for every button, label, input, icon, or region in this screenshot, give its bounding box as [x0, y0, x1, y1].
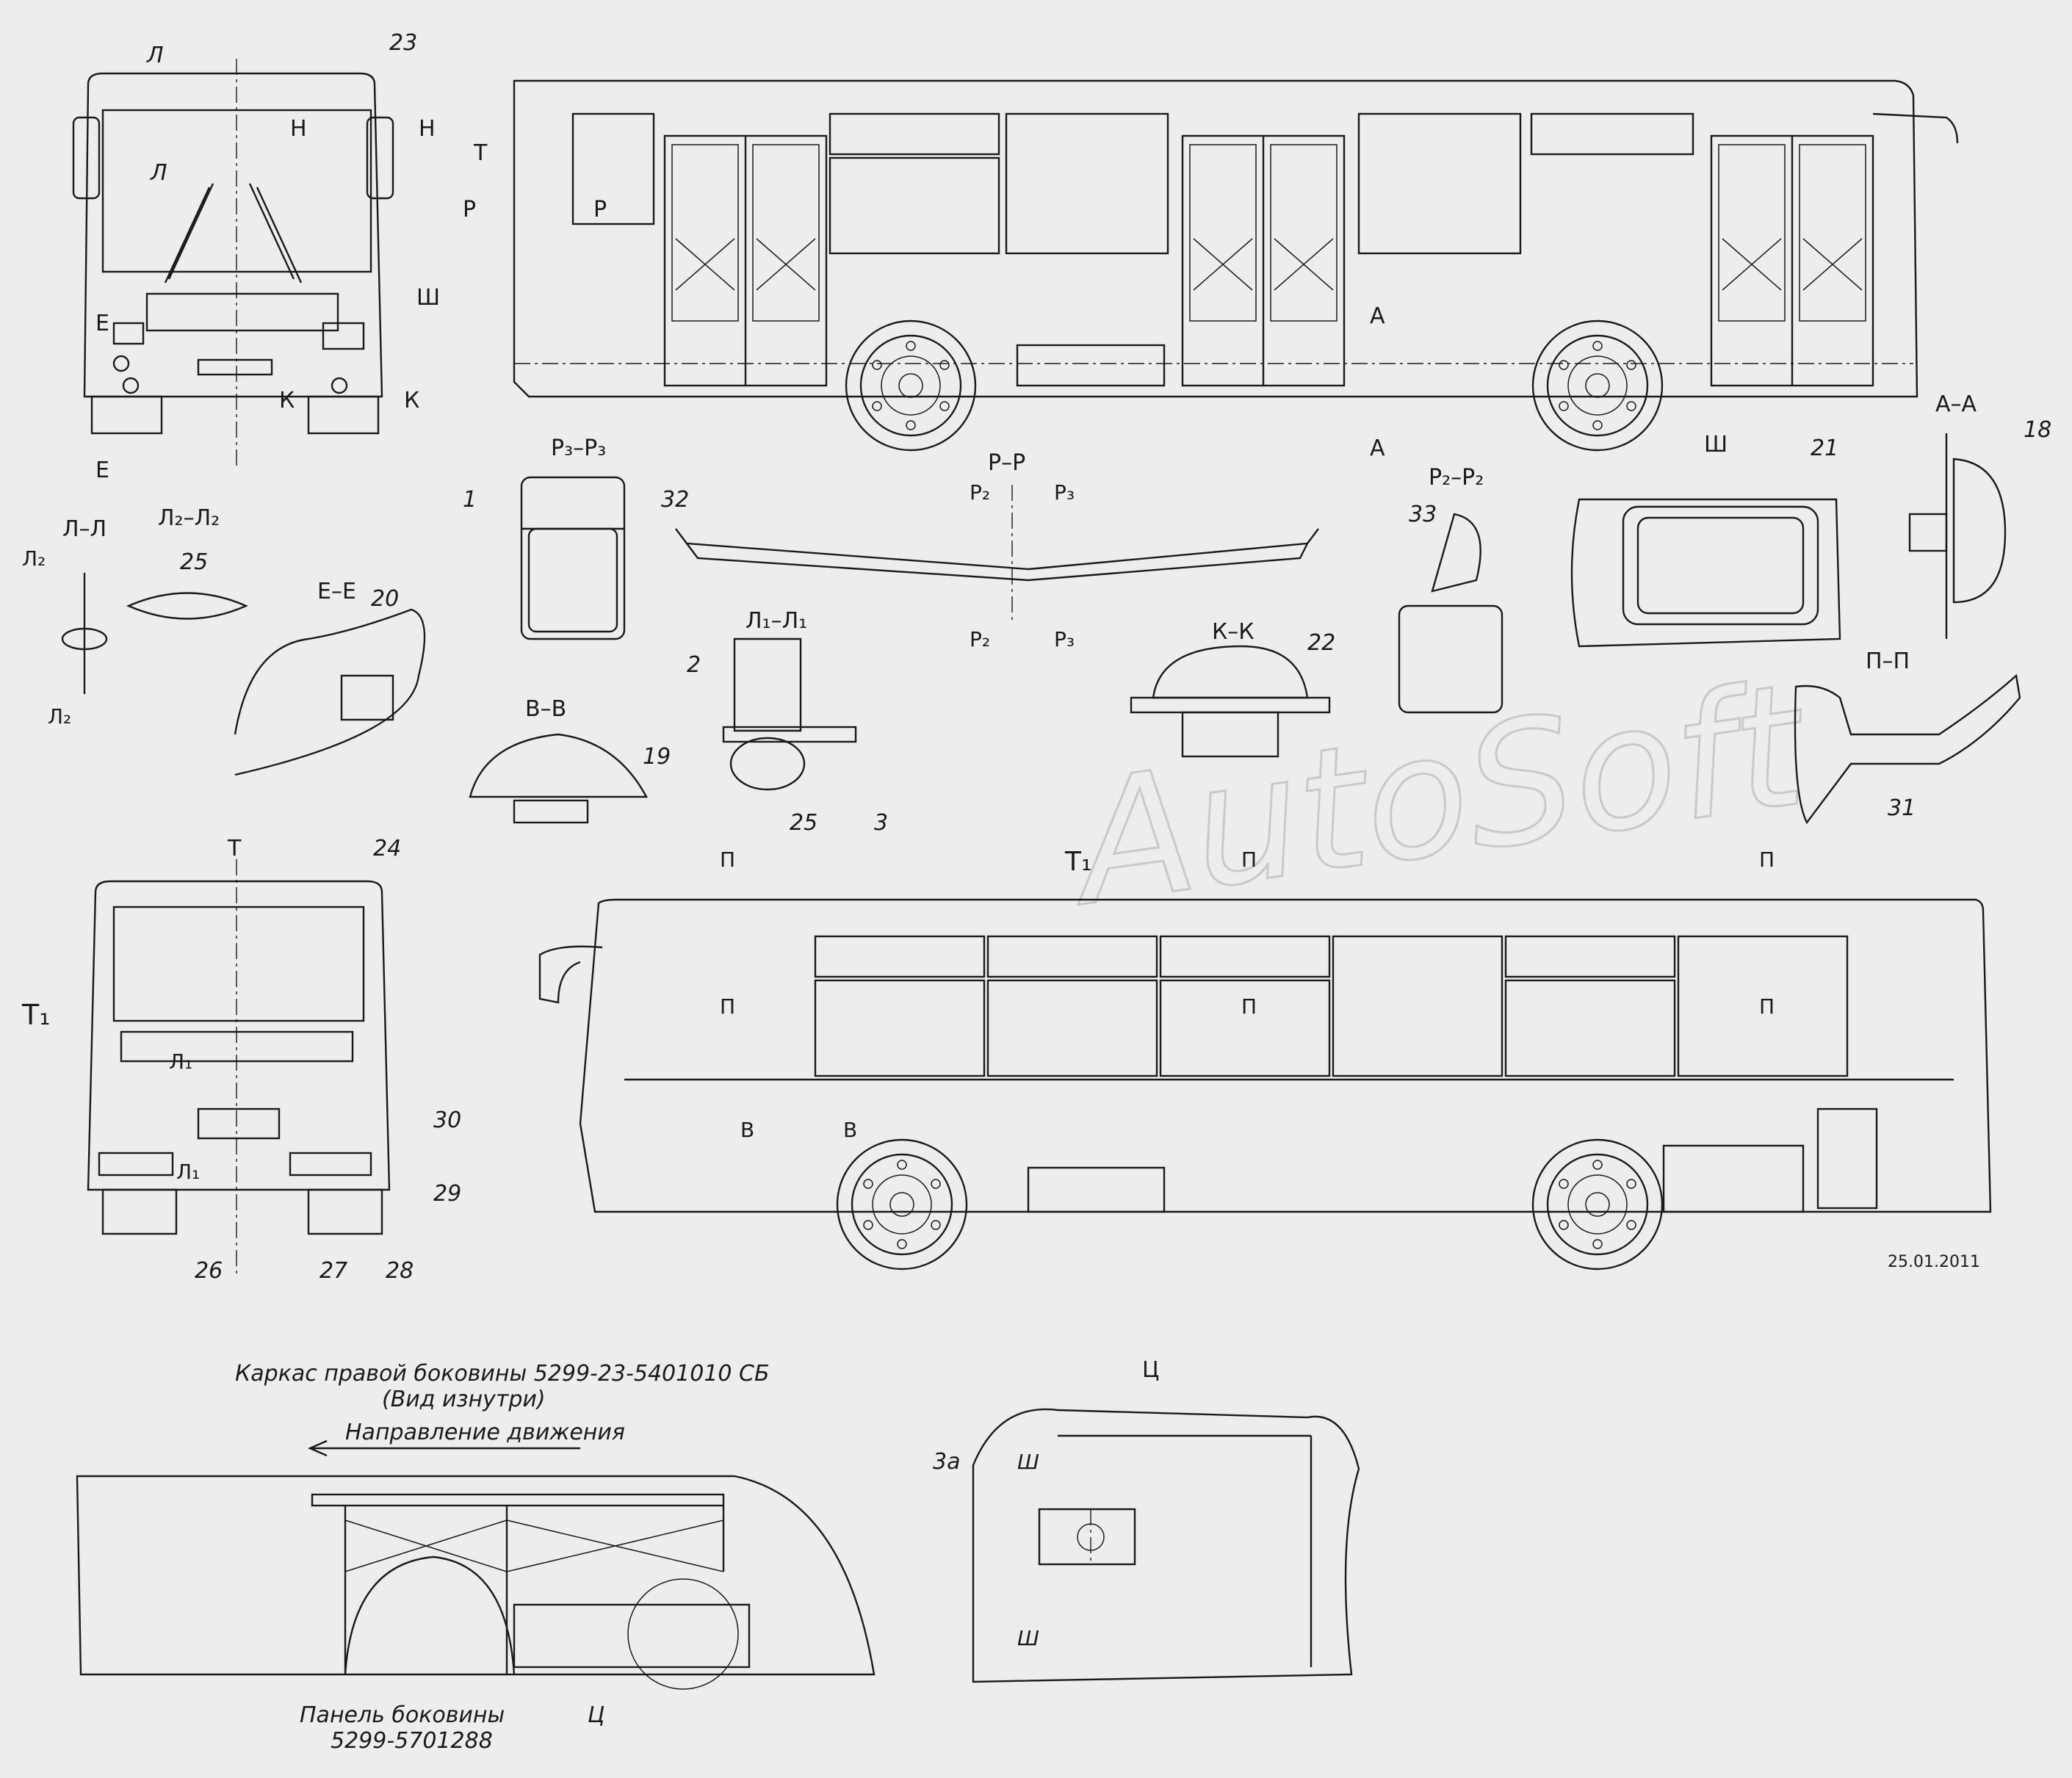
frame-title: Каркас правой боковины 5299-23-5401010 С…: [235, 1361, 770, 1387]
callout-21: 21: [1811, 436, 1838, 461]
section-k-k: [1130, 645, 1331, 758]
cut-mark-pi-4: П: [720, 994, 735, 1019]
cut-mark-v-left: В: [740, 1118, 754, 1142]
cut-mark-e-bottom: Е: [95, 458, 109, 483]
section-e-e-title: Е–Е: [317, 579, 356, 604]
section-p2-p2-title: Р₂–Р₂: [1429, 465, 1484, 491]
callout-23: 23: [389, 30, 417, 56]
cut-mark-k-right: К: [404, 388, 419, 413]
cut-mark-sh-bottom: Ш: [1017, 1626, 1039, 1650]
direction-label: Направление движения: [345, 1420, 625, 1445]
frame-subtitle: (Вид изнутри): [382, 1387, 546, 1412]
callout-31: 31: [1888, 795, 1916, 821]
section-p-p-title: Р–Р: [988, 450, 1025, 476]
callout-28: 28: [386, 1258, 414, 1284]
section-l1-l1: [722, 637, 857, 791]
cut-mark-sh: Ш: [416, 285, 440, 311]
cut-mark-l1-upper: Л₁: [169, 1049, 192, 1074]
callout-20: 20: [371, 586, 399, 612]
section-pi-pi-title: П–П: [1866, 648, 1910, 674]
callout-24: 24: [373, 836, 401, 861]
cut-mark-t-rear: Т: [227, 836, 242, 861]
callout-30: 30: [433, 1107, 461, 1133]
bus-front-view: [72, 59, 394, 470]
section-v-v: [469, 733, 649, 824]
section-a-a: [1908, 433, 2007, 639]
cut-mark-a-top: А: [1370, 303, 1385, 329]
drawing-date: 25.01.2011: [1888, 1253, 1980, 1271]
cut-mark-pi-3: П: [1759, 848, 1775, 872]
callout-25-top: 25: [180, 549, 208, 575]
cut-mark-t1-side: Т₁: [1064, 847, 1091, 877]
section-p3-p3-title: Р₃–Р₃: [551, 436, 606, 461]
section-sh-title: Ш: [1704, 432, 1728, 458]
cut-mark-ts: Ц: [588, 1702, 604, 1728]
cut-mark-p2-top: Р₂: [970, 480, 990, 505]
section-l2-l2: [126, 592, 248, 620]
bus-rear-view: [87, 859, 391, 1278]
cut-mark-a-bottom: А: [1370, 436, 1385, 461]
bus-right-side-view: [513, 79, 1959, 452]
callout-29: 29: [433, 1181, 461, 1207]
cut-mark-sh-top: Ш: [1017, 1450, 1039, 1474]
callout-26: 26: [195, 1258, 223, 1284]
cut-mark-l2-bottom: Л₂: [48, 704, 71, 729]
direction-arrow: [307, 1439, 580, 1457]
callout-32: 32: [661, 487, 689, 513]
cut-mark-p2-bottom: Р₂: [970, 627, 990, 651]
panel-label: Панель боковины: [300, 1702, 505, 1728]
callout-1: 1: [463, 487, 477, 513]
cut-mark-v-right: В: [843, 1118, 857, 1142]
cut-mark-e-top: Е: [95, 311, 109, 336]
section-l1-l1-title: Л₁–Л₁: [746, 608, 807, 634]
detail-ts-title: Ц: [1142, 1357, 1159, 1383]
cut-mark-pi-5: П: [1241, 994, 1257, 1019]
callout-3: 3: [874, 810, 888, 836]
cut-mark-l1-lower: Л₁: [176, 1160, 200, 1184]
cut-mark-p3-top: Р₃: [1054, 480, 1075, 505]
section-l-l-title: Л–Л: [62, 516, 107, 542]
section-a-a-title: А–А: [1935, 391, 1977, 417]
callout-33: 33: [1409, 502, 1437, 527]
section-k-k-title: К–К: [1212, 619, 1255, 645]
callout-18: 18: [2024, 417, 2051, 443]
cut-mark-l2-top: Л₂: [22, 546, 46, 571]
callout-2: 2: [687, 652, 701, 678]
section-pi-pi: [1794, 673, 2021, 825]
section-sh: [1570, 498, 1841, 648]
callout-22: 22: [1307, 630, 1335, 656]
callout-27: 27: [320, 1258, 347, 1284]
callout-3a: 3а: [933, 1449, 960, 1475]
cut-mark-p-left: Р: [463, 197, 476, 223]
side-frame-view: [76, 1475, 876, 1690]
section-p2-p2: [1398, 513, 1504, 714]
callout-19: 19: [643, 744, 671, 770]
callout-25-bottom: 25: [790, 810, 817, 836]
cut-mark-p3-bottom: Р₃: [1054, 627, 1075, 651]
cut-mark-pi-6: П: [1759, 994, 1775, 1019]
cut-mark-k-left: К: [279, 388, 295, 413]
section-p-p: [675, 485, 1319, 621]
cut-mark-p-right: Р: [593, 197, 607, 223]
section-l2-l2-title: Л₂–Л₂: [158, 505, 220, 531]
cut-mark-n-left: Н: [290, 116, 307, 142]
cut-mark-t: Т: [473, 140, 488, 166]
section-p3-p3: [520, 476, 626, 640]
cut-mark-n-right: Н: [419, 116, 436, 142]
bus-left-side-view: [538, 898, 1992, 1271]
section-l-l: [61, 573, 108, 694]
panel-part-number: 5299-5701288: [331, 1728, 493, 1754]
cut-mark-pi-1: П: [720, 848, 735, 872]
cut-mark-l-lower: Л: [150, 160, 167, 186]
detail-ts: [972, 1408, 1360, 1683]
section-v-v-title: В–В: [525, 696, 566, 722]
cut-mark-pi-2: П: [1241, 848, 1257, 872]
section-e-e: [234, 608, 426, 776]
cut-mark-l-top: Л: [146, 43, 164, 68]
cut-mark-t1-left: Т₁: [21, 999, 50, 1031]
